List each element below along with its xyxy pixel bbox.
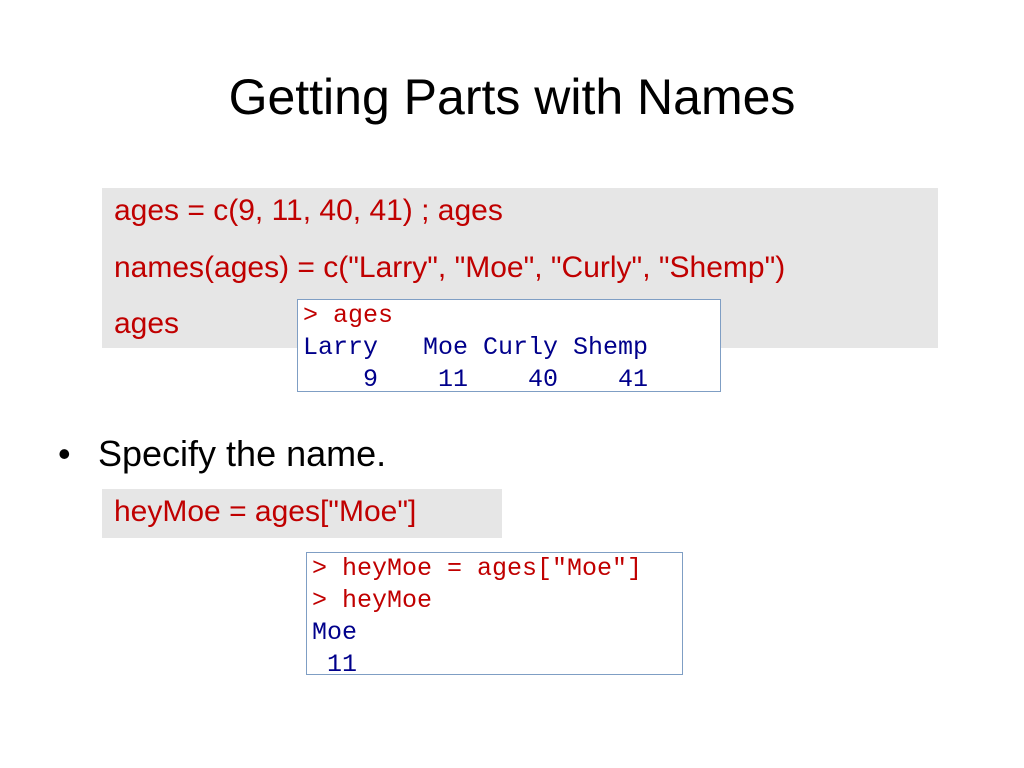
console-output-line: 9 11 40 41 xyxy=(303,365,649,394)
code-line-1: ages = c(9, 11, 40, 41) ; ages xyxy=(114,194,503,227)
console-output-line: Larry Moe Curly Shemp xyxy=(303,333,649,362)
slide-title: Getting Parts with Names xyxy=(228,69,796,125)
console-output-line: 11 xyxy=(312,650,358,679)
console-prompt: > ages xyxy=(303,301,394,330)
bullet-text: Specify the name. xyxy=(98,433,387,474)
console-prompt: > heyMoe xyxy=(312,586,433,615)
bullet-dot-icon: • xyxy=(58,433,71,474)
code-line-heymoe: heyMoe = ages["Moe"] xyxy=(114,495,417,528)
console-output-line: Moe xyxy=(312,618,358,647)
code-line-2: names(ages) = c("Larry", "Moe", "Curly",… xyxy=(114,251,786,284)
console-prompt: > heyMoe = ages["Moe"] xyxy=(312,554,643,583)
code-line-3: ages xyxy=(114,307,180,340)
bullet-item: • Specify the name. xyxy=(58,432,386,476)
code-block-heymoe: heyMoe = ages["Moe"] xyxy=(102,489,502,538)
